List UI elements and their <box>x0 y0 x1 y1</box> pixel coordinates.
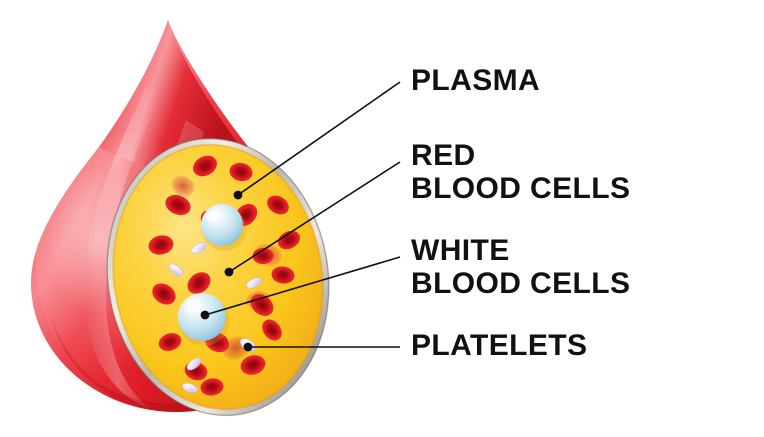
red-blood-cell <box>165 194 191 216</box>
white-blood-cell <box>178 293 229 346</box>
platelet <box>182 382 198 394</box>
red-blood-cell <box>229 162 253 182</box>
red-blood-cell <box>152 283 176 305</box>
leader-line-red-blood-cells <box>224 161 401 277</box>
red-blood-cell <box>158 333 182 351</box>
platelet <box>186 357 202 371</box>
red-blood-cell <box>271 266 295 284</box>
red-blood-cell <box>240 355 266 375</box>
leader-line-plasma <box>233 81 401 200</box>
platelet <box>169 263 183 277</box>
leader-line-white-blood-cells <box>200 256 401 320</box>
red-blood-cell <box>278 230 300 250</box>
red-blood-cell <box>252 248 274 264</box>
red-blood-cell <box>148 235 174 255</box>
label-red-blood-cells: RED BLOOD CELLS <box>411 139 631 205</box>
cross-section-face <box>106 137 330 417</box>
red-blood-cell-group <box>148 155 300 396</box>
red-blood-cell <box>193 155 217 177</box>
platelet <box>191 242 207 254</box>
white-blood-cell <box>201 204 246 251</box>
red-blood-cell <box>187 272 211 294</box>
red-blood-cell <box>200 378 224 396</box>
leader-line-platelets <box>243 342 400 352</box>
label-plasma: PLASMA <box>411 64 541 97</box>
red-blood-cell <box>267 195 289 215</box>
white-blood-cell-group <box>178 204 246 346</box>
leader-lines <box>200 81 401 352</box>
label-platelets: PLATELETS <box>411 329 588 362</box>
red-blood-cell <box>262 319 282 341</box>
platelet <box>246 277 262 289</box>
label-white-blood-cells: WHITE BLOOD CELLS <box>411 234 631 300</box>
